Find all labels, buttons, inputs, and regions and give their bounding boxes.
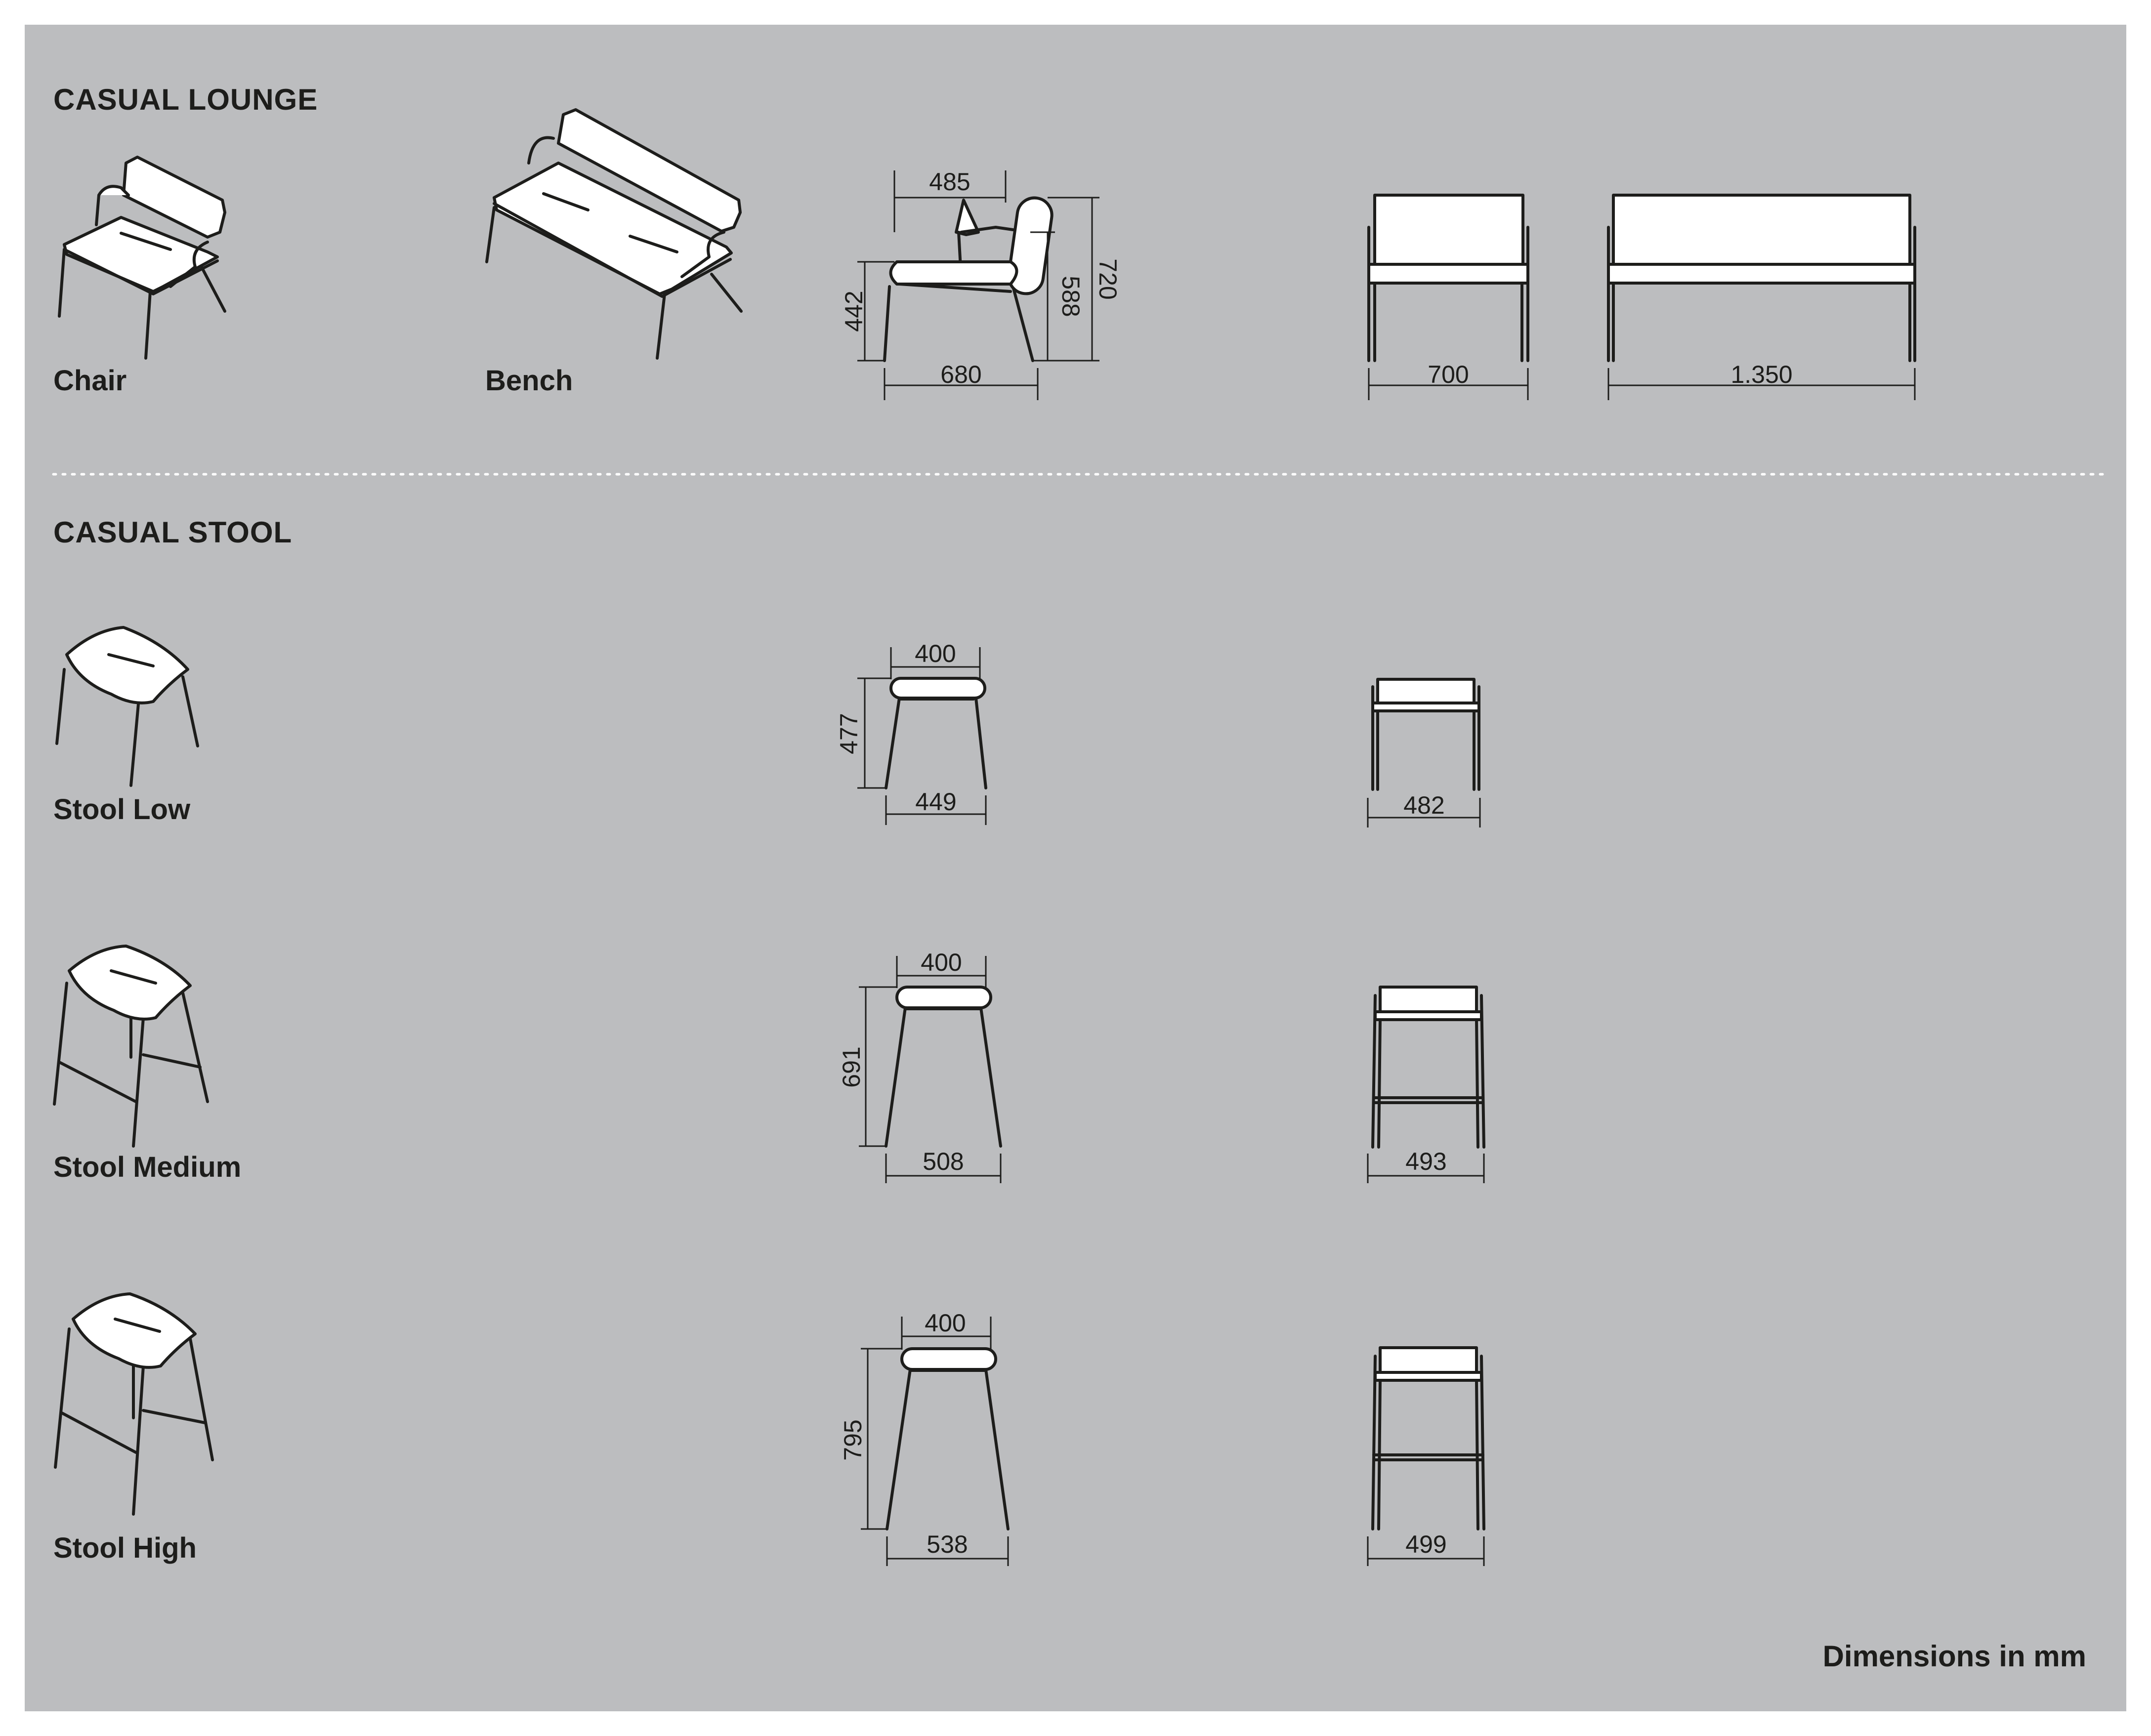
label-bench: Bench	[485, 365, 573, 397]
dim-chair-arm-height: 588	[1057, 276, 1085, 317]
dim-chair-width: 700	[1428, 361, 1469, 388]
stool-medium-front-view	[1367, 986, 1485, 1183]
dim-chair-seat-height: 442	[840, 290, 868, 331]
dim-stool-low-height: 477	[835, 713, 863, 754]
dim-stool-high-top: 400	[925, 1309, 966, 1337]
dim-stool-medium-top: 400	[921, 949, 962, 976]
background-panel	[25, 25, 2126, 1711]
label-stool-medium: Stool Medium	[53, 1151, 241, 1183]
dim-stool-high-depth: 538	[927, 1530, 968, 1558]
footer-note-units: Dimensions in mm	[1823, 1640, 2086, 1673]
chair-front-view	[1367, 194, 1529, 400]
label-chair: Chair	[53, 365, 127, 397]
section-heading-casual-lounge: CASUAL LOUNGE	[53, 83, 318, 116]
bench-front-view	[1607, 194, 1916, 400]
dim-stool-medium-depth: 508	[923, 1148, 964, 1175]
dim-chair-depth-top: 485	[929, 168, 970, 196]
stool-medium-illustration	[53, 945, 209, 1148]
dim-stool-medium-width: 493	[1405, 1148, 1446, 1175]
dim-stool-low-top: 400	[915, 640, 956, 667]
stool-high-side-view	[861, 1317, 1010, 1566]
dim-stool-low-depth: 449	[915, 788, 956, 816]
stool-high-front-view	[1367, 1346, 1485, 1566]
stool-low-side-view	[857, 647, 987, 825]
label-stool-low: Stool Low	[53, 793, 191, 826]
stool-low-illustration	[55, 626, 199, 787]
section-heading-casual-stool: CASUAL STOOL	[53, 516, 292, 549]
dim-chair-depth: 680	[940, 361, 981, 388]
chair-dimension-lines	[857, 170, 1099, 400]
stool-high-illustration	[54, 1292, 214, 1516]
dim-chair-total-height: 720	[1094, 258, 1122, 299]
dim-stool-medium-height: 691	[838, 1046, 865, 1087]
chair-illustration	[58, 156, 226, 360]
stool-medium-side-view	[859, 956, 1002, 1183]
chair-side-view	[883, 196, 1054, 362]
bench-illustration	[485, 108, 743, 360]
stool-low-front-view	[1367, 678, 1481, 827]
dim-bench-width: 1.350	[1730, 361, 1792, 388]
label-stool-high: Stool High	[53, 1532, 197, 1564]
dim-stool-low-width: 482	[1403, 791, 1444, 819]
dim-stool-high-width: 499	[1405, 1530, 1446, 1558]
dim-stool-high-height: 795	[839, 1419, 867, 1460]
